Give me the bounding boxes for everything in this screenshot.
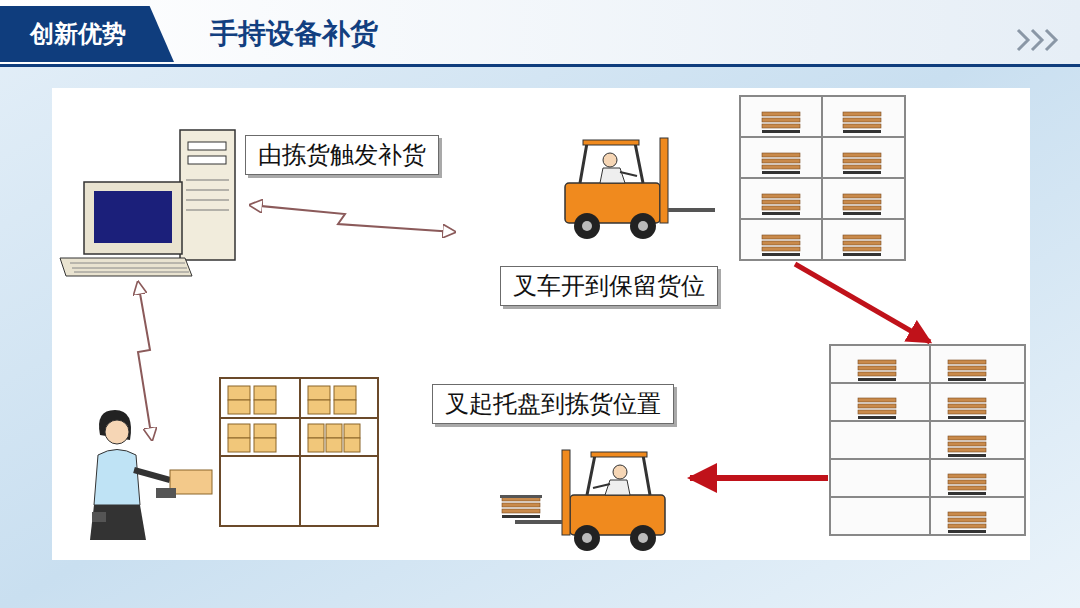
tab-label: 创新优势	[30, 6, 126, 62]
step-text: 叉起托盘到拣货位置	[445, 389, 661, 419]
step-text: 由拣货触发补货	[258, 140, 426, 170]
step-box: 由拣货触发补货	[245, 135, 439, 175]
step-text: 叉车开到保留货位	[513, 271, 705, 301]
step-box: 叉起托盘到拣货位置	[432, 384, 674, 424]
header-tab: 创新优势	[0, 6, 174, 62]
page-title: 手持设备补货	[210, 14, 378, 54]
step-box: 叉车开到保留货位	[500, 266, 718, 306]
